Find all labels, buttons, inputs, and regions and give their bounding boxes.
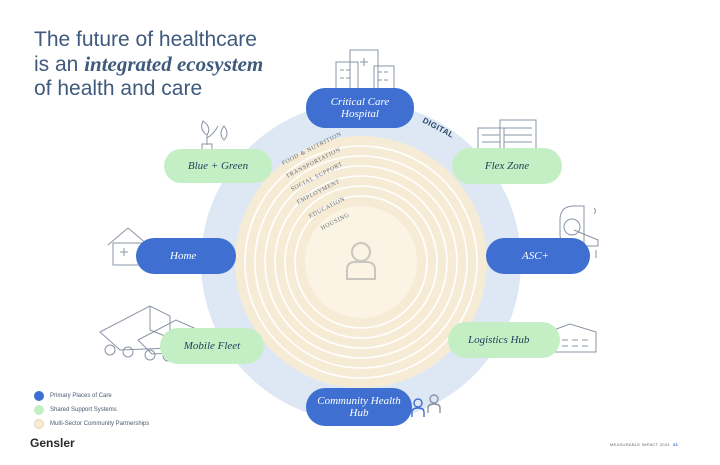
asc-label: ASC+	[522, 250, 549, 262]
home-label: Home	[170, 250, 197, 262]
legend-dot-shared	[34, 405, 44, 415]
brand-logo: Gensler	[30, 436, 75, 450]
legend-dot-primary	[34, 391, 44, 401]
legend-label-shared: Shared Support Systems	[50, 407, 117, 413]
critical-care-hospital-pill: Critical Care Hospital	[306, 88, 414, 128]
concentric-rings	[244, 145, 478, 379]
blue-green-label: Blue + Green	[187, 160, 249, 172]
page-title: The future of healthcare is an integrate…	[34, 28, 334, 101]
legend-item-multi-sector: Multi-Sector Community Partnerships	[34, 417, 149, 431]
logistics-hub-label: Logistics Hub	[468, 334, 530, 346]
community-health-hub-pill: Community Health Hub	[306, 388, 412, 426]
title-line-3: of health and care	[34, 77, 203, 100]
legend-item-primary: Primary Places of Care	[34, 389, 149, 403]
legend-item-shared: Shared Support Systems	[34, 403, 149, 417]
plant-icon	[201, 120, 228, 151]
title-line-1: The future of healthcare	[34, 28, 257, 51]
home-pill: Home	[136, 238, 236, 274]
mobile-fleet-label: Mobile Fleet	[183, 340, 241, 352]
blue-green-pill: Blue + Green	[164, 149, 272, 183]
title-line-2-prefix: is an	[34, 53, 85, 76]
flex-zone-pill: Flex Zone	[452, 148, 562, 184]
critical-care-hospital-label: Critical Care Hospital	[330, 96, 390, 120]
logistics-hub-pill: Logistics Hub	[448, 322, 560, 358]
person-icon	[346, 242, 376, 280]
footer-text: MEASURABLE IMPACT 2024	[610, 442, 670, 447]
legend: Primary Places of Care Shared Support Sy…	[34, 389, 149, 431]
title-emphasis: integrated ecosystem	[84, 52, 264, 76]
legend-label-multi-sector: Multi-Sector Community Partnerships	[50, 421, 150, 427]
title-line-2: is an integrated ecosystem	[34, 52, 334, 77]
legend-label-primary: Primary Places of Care	[50, 393, 112, 399]
flex-zone-label: Flex Zone	[484, 160, 530, 172]
community-health-hub-label: Community Health Hub	[317, 395, 401, 419]
house-icon	[107, 227, 149, 266]
hospital-icon	[335, 49, 395, 91]
asc-pill: ASC+	[486, 238, 590, 274]
legend-dot-multi-sector	[34, 419, 44, 429]
page-number: 33	[672, 442, 678, 447]
mobile-fleet-pill: Mobile Fleet	[160, 328, 264, 364]
